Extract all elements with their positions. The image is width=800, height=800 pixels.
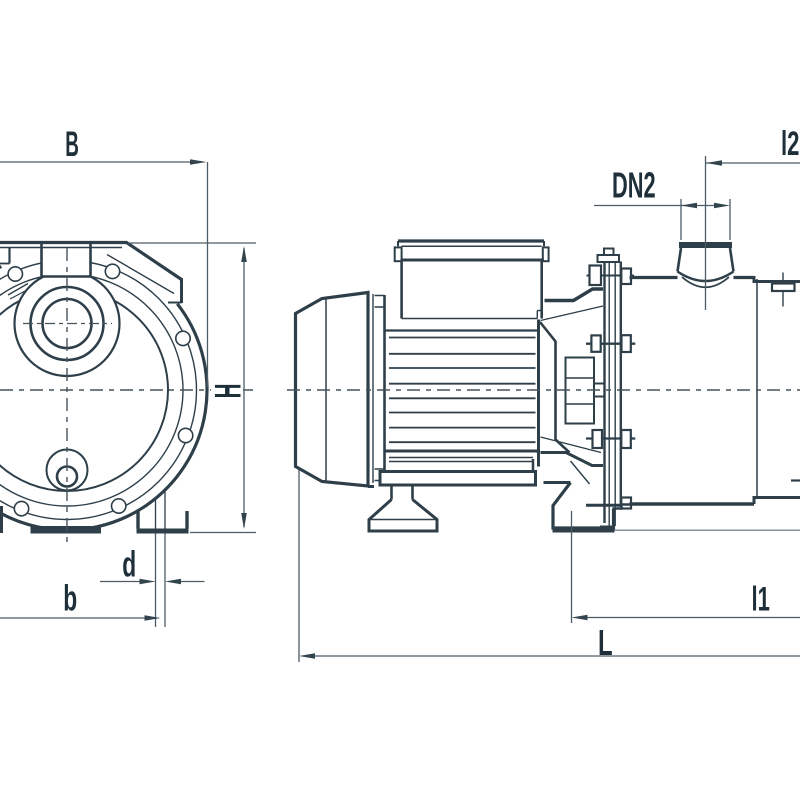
svg-text:b: b: [63, 579, 77, 618]
svg-text:l2: l2: [781, 125, 799, 163]
svg-text:L: L: [598, 622, 613, 663]
svg-text:DN2: DN2: [612, 166, 656, 206]
svg-text:d: d: [122, 545, 136, 584]
svg-text:H: H: [208, 384, 249, 399]
svg-text:l1: l1: [752, 581, 770, 619]
svg-text:B: B: [65, 125, 79, 165]
